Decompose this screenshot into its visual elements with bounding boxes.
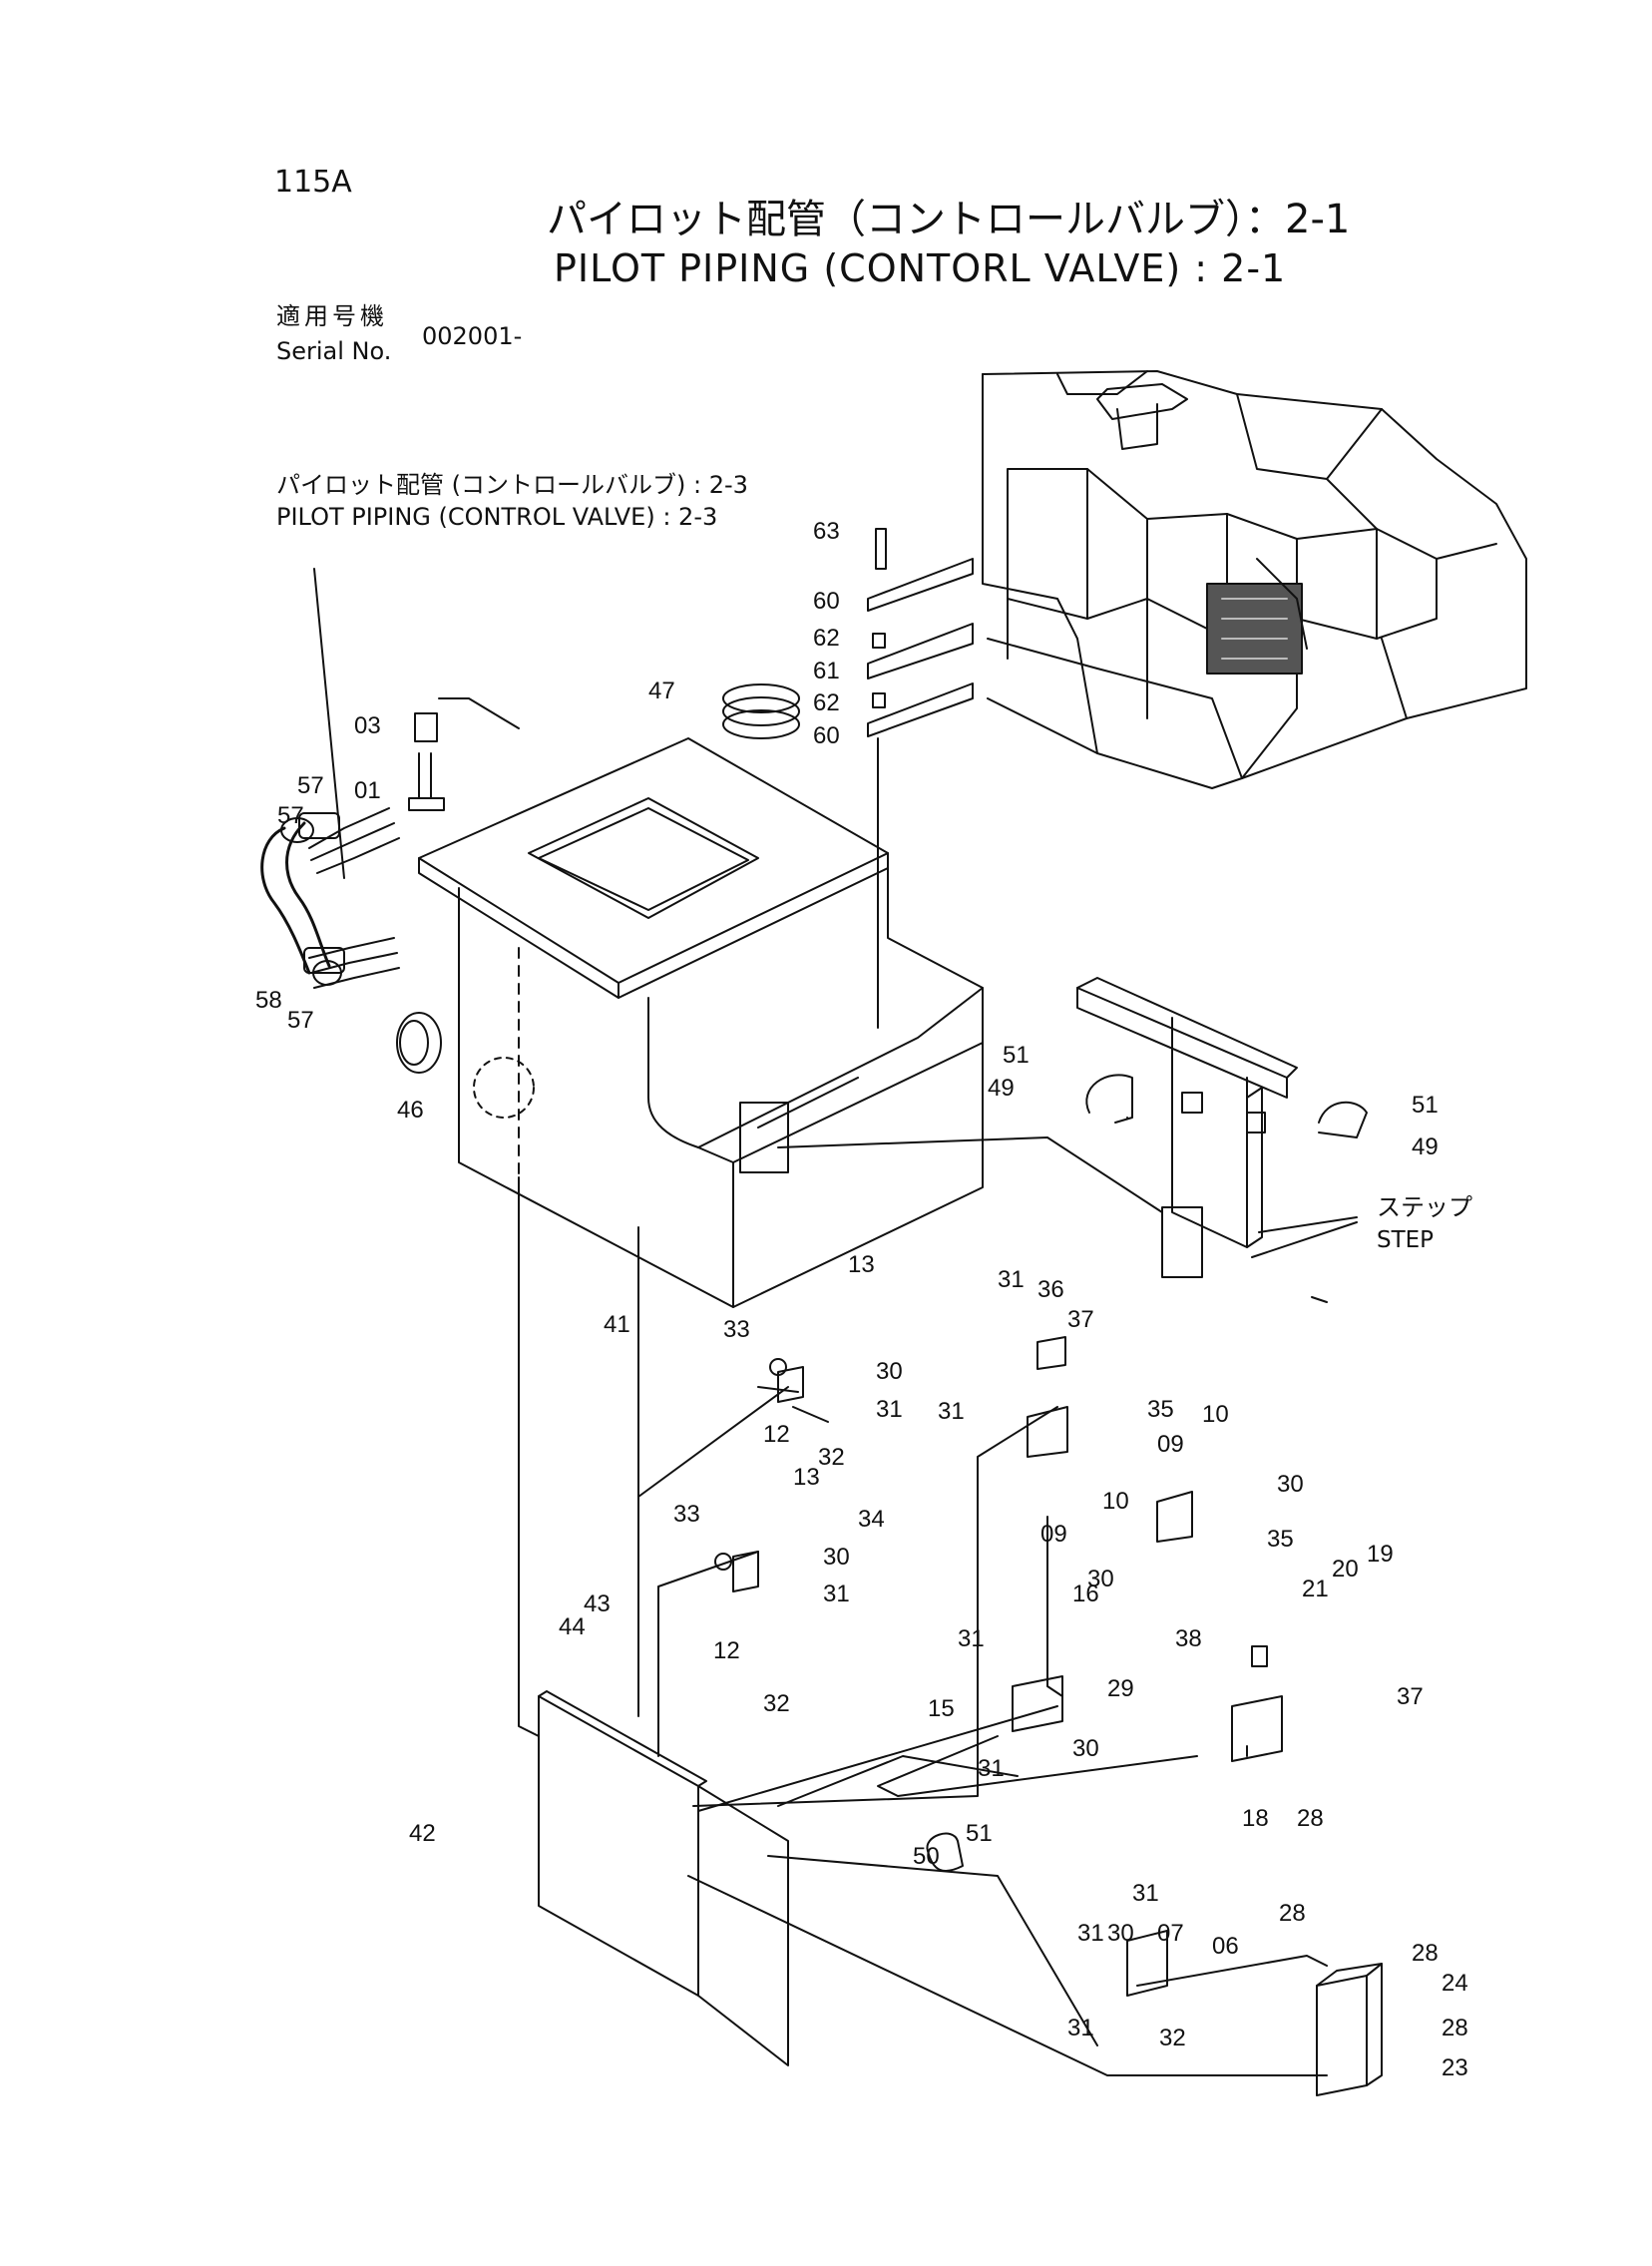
step-bracket [1076,977,1368,1303]
part-callout-31: 31 [1077,1920,1104,1947]
part-callout-33: 33 [723,1316,750,1343]
part-callout-49: 49 [988,1075,1015,1102]
machine-frame-drawing [982,370,1527,789]
part-callout-23: 23 [1442,2054,1468,2081]
control-valve-box [418,697,984,1308]
part-callout-16: 16 [1072,1581,1099,1607]
valve-blocks [714,1336,1383,2096]
title-english: PILOT PIPING (CONTORL VALVE) : 2-1 [554,246,1287,290]
part-callout-31: 31 [1067,2015,1094,2041]
part-callout-20: 20 [1332,1556,1359,1583]
part-callout-30: 30 [1277,1471,1304,1498]
part-callout-30: 30 [1072,1735,1099,1762]
part-callout-30: 30 [1107,1920,1134,1947]
part-callout-62: 62 [813,689,840,716]
part-callout-31: 31 [958,1625,985,1652]
part-callout-34: 34 [858,1506,885,1533]
part-callout-32: 32 [763,1690,790,1717]
part-callout-63: 63 [813,518,840,545]
part-callout-06: 06 [1212,1933,1239,1960]
part-callout-58: 58 [255,987,282,1014]
part-callout-28: 28 [1412,1940,1439,1967]
part-callout-28: 28 [1279,1900,1306,1927]
part-callout-18: 18 [1242,1805,1269,1832]
part-callout-46: 46 [397,1097,424,1124]
part-callout-37: 37 [1067,1306,1094,1333]
part-callout-30: 30 [823,1544,850,1571]
part-callout-31: 31 [978,1755,1005,1782]
part-callout-31: 31 [876,1396,903,1423]
part-callout-12: 12 [763,1421,790,1448]
part-callout-51: 51 [966,1820,993,1847]
part-callout-28: 28 [1442,2015,1468,2041]
reference-note-english: PILOT PIPING (CONTROL VALVE) : 2-3 [276,503,718,531]
part-callout-44: 44 [559,1613,586,1640]
part-callout-51: 51 [1003,1042,1030,1069]
serial-label-japanese: 適用号機 [276,302,388,330]
part-callout-07: 07 [1157,1920,1184,1947]
part-callout-31: 31 [1132,1880,1159,1907]
part-callout-29: 29 [1107,1675,1134,1702]
part-callout-61: 61 [813,658,840,684]
part-callout-13: 13 [793,1464,820,1491]
part-callout-60: 60 [813,588,840,615]
part-callout-31: 31 [823,1581,850,1607]
part-callout-57: 57 [277,802,304,829]
part-callout-03: 03 [354,712,381,739]
bracket-plates [867,528,974,1029]
part-callout-31: 31 [938,1398,965,1425]
part-callout-30: 30 [1087,1566,1114,1592]
part-callout-09: 09 [1157,1431,1184,1458]
part-callout-15: 15 [928,1695,955,1722]
part-callout-62: 62 [813,625,840,652]
part-callout-57: 57 [287,1007,314,1034]
part-callout-41: 41 [604,1311,630,1338]
part-callout-12: 12 [713,1637,740,1664]
part-callout-49: 49 [1412,1133,1439,1160]
part-callout-43: 43 [584,1590,611,1617]
part-callout-38: 38 [1175,1625,1202,1652]
mounting-panel [538,1690,789,2066]
part-callout-13: 13 [848,1251,875,1278]
part-callout-36: 36 [1037,1276,1064,1303]
part-callout-50: 50 [913,1843,940,1870]
part-callout-57: 57 [297,772,324,799]
part-callout-09: 09 [1040,1521,1067,1548]
part-callout-19: 19 [1367,1541,1394,1568]
part-callout-33: 33 [673,1501,700,1528]
part-callout-10: 10 [1202,1401,1229,1428]
part-callout-30: 30 [876,1358,903,1385]
part-callout-21: 21 [1302,1576,1329,1602]
step-label-japanese: ステップ [1377,1193,1472,1221]
serial-number-value: 002001- [422,322,523,350]
part-callout-31: 31 [998,1266,1025,1293]
part-callout-37: 37 [1397,1683,1424,1710]
part-callout-28: 28 [1297,1805,1324,1832]
part-callout-35: 35 [1147,1396,1174,1423]
hose-assembly [260,568,400,989]
part-callout-47: 47 [648,678,675,704]
step-label-english: STEP [1377,1227,1435,1253]
part-callout-01: 01 [354,777,381,804]
part-callout-32: 32 [818,1444,845,1471]
part-callout-32: 32 [1159,2025,1186,2051]
part-callout-35: 35 [1267,1526,1294,1553]
part-callout-51: 51 [1412,1092,1439,1119]
reference-note-japanese: パイロット配管 (コントロールバルブ) : 2-3 [276,471,748,499]
part-callout-24: 24 [1442,1970,1468,1997]
serial-label-english: Serial No. [276,337,392,365]
title-japanese: パイロット配管（コントロールバルブ）：2-1 [547,197,1351,242]
part-callouts: 6360626162604703015757585746415149514913… [255,518,1468,2081]
part-callout-42: 42 [409,1820,436,1847]
part-callout-10: 10 [1102,1488,1129,1515]
part-callout-60: 60 [813,722,840,749]
page-number: 115A [274,165,352,200]
connection-lines [518,1136,1328,2076]
